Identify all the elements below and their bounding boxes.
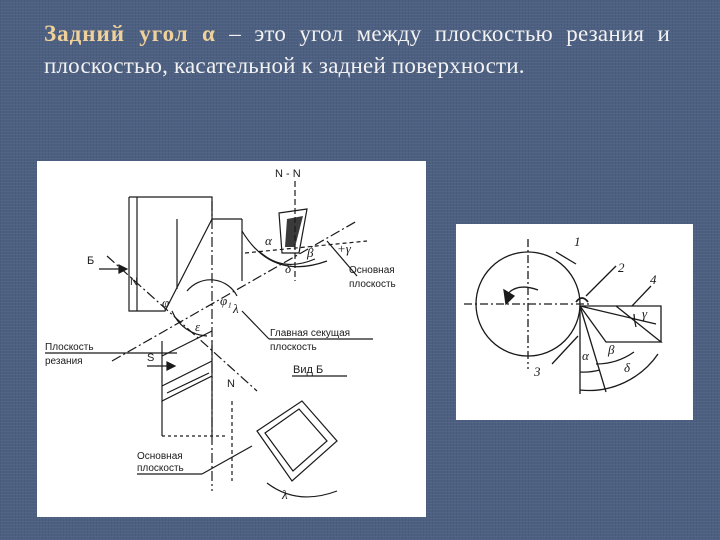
rake-face-line	[579, 305, 657, 325]
leader-3	[551, 335, 579, 365]
angle-alpha: α	[265, 233, 273, 248]
angle-phi1: φ₁	[220, 293, 232, 308]
label-4: 4	[650, 272, 657, 287]
rotation-arrow-head	[503, 288, 516, 306]
turning-scheme-drawing: 1 2 3 4 γ α β δ	[464, 234, 663, 394]
heading-symbol: α	[202, 21, 216, 46]
base-plane-leader	[201, 445, 253, 475]
view-b-top-label: Б	[87, 255, 94, 267]
delta-arc	[579, 353, 659, 392]
base-plane-label-1: Основная	[137, 451, 183, 462]
section-angle-arc	[241, 230, 328, 268]
base-plane-label-2: плоскость	[137, 463, 184, 474]
main-plane-label-1: Основная	[349, 265, 395, 276]
angle-lambda: λ	[232, 301, 239, 316]
view-b-tool	[256, 400, 338, 482]
slide-heading: Задний угол α – это угол между плоскость…	[44, 18, 670, 82]
secant-plane-label-2: плоскость	[270, 342, 317, 353]
secant-leader	[241, 310, 270, 340]
label-s: S	[147, 352, 154, 364]
flank-tangent-line	[579, 305, 607, 393]
chip-curl	[575, 297, 589, 303]
view-b-label: Вид Б	[293, 364, 323, 376]
cutting-plane-label-2: резания	[45, 356, 83, 367]
view-b-arrow-head	[118, 264, 129, 274]
label-n2: N	[227, 378, 235, 390]
tip-angle-arc-2	[186, 279, 238, 297]
view-b-tool-inner	[264, 408, 328, 472]
heading-term: Задний угол	[44, 21, 189, 46]
angle-gamma-right: γ	[642, 306, 648, 321]
lower-tool-line-1	[161, 330, 213, 357]
label-n: N	[130, 276, 138, 288]
lower-tool-line-2	[161, 360, 213, 387]
angle-lambda2: λ	[281, 487, 288, 502]
leader-4	[631, 285, 652, 307]
angle-phi: φ	[162, 295, 169, 310]
angle-alpha-right: α	[582, 348, 590, 363]
beta-arc	[595, 351, 635, 365]
turning-scheme-diagram: 1 2 3 4 γ α β δ	[456, 224, 693, 420]
view-b-angle-arc	[266, 482, 338, 498]
angle-beta: β	[306, 245, 314, 260]
secant-plane-label-1: Главная секущая	[270, 328, 350, 339]
cutting-plane-label-1: Плоскость	[45, 342, 94, 353]
cutter-geometry-drawing: N - N Б N S N Основная плоскость Плоскос…	[45, 168, 396, 502]
label-1: 1	[574, 234, 581, 249]
lower-tool-line-3	[166, 372, 210, 394]
angle-gamma: +γ	[337, 241, 352, 256]
heading-definition: – это угол между плоскостью резания и пл…	[44, 21, 670, 78]
normal-line	[106, 255, 258, 392]
s-arrow-head	[166, 361, 177, 371]
lower-tool-outline	[161, 341, 213, 402]
alpha-arc	[579, 369, 601, 373]
section-angle-arc-2	[258, 250, 316, 266]
label-3: 3	[533, 364, 541, 379]
gamma-arc	[633, 313, 637, 328]
cutting-tool-outline	[579, 305, 663, 343]
section-label: N - N	[275, 168, 301, 180]
angle-delta: δ	[285, 261, 292, 276]
leader-1	[555, 251, 577, 265]
tool-shank-outline	[128, 196, 213, 312]
tool-rear-outline	[616, 305, 662, 342]
angle-delta-right: δ	[624, 360, 631, 375]
main-plane-leader	[326, 240, 358, 277]
cutter-geometry-diagram: N - N Б N S N Основная плоскость Плоскос…	[37, 161, 426, 517]
label-2: 2	[618, 260, 625, 275]
angle-epsilon: ε	[195, 319, 201, 334]
leader-2	[585, 265, 617, 297]
angle-beta-right: β	[607, 342, 615, 357]
section-tip-hatch	[285, 216, 303, 247]
main-plane-label-2: плоскость	[349, 279, 396, 290]
secant-line	[111, 220, 358, 362]
